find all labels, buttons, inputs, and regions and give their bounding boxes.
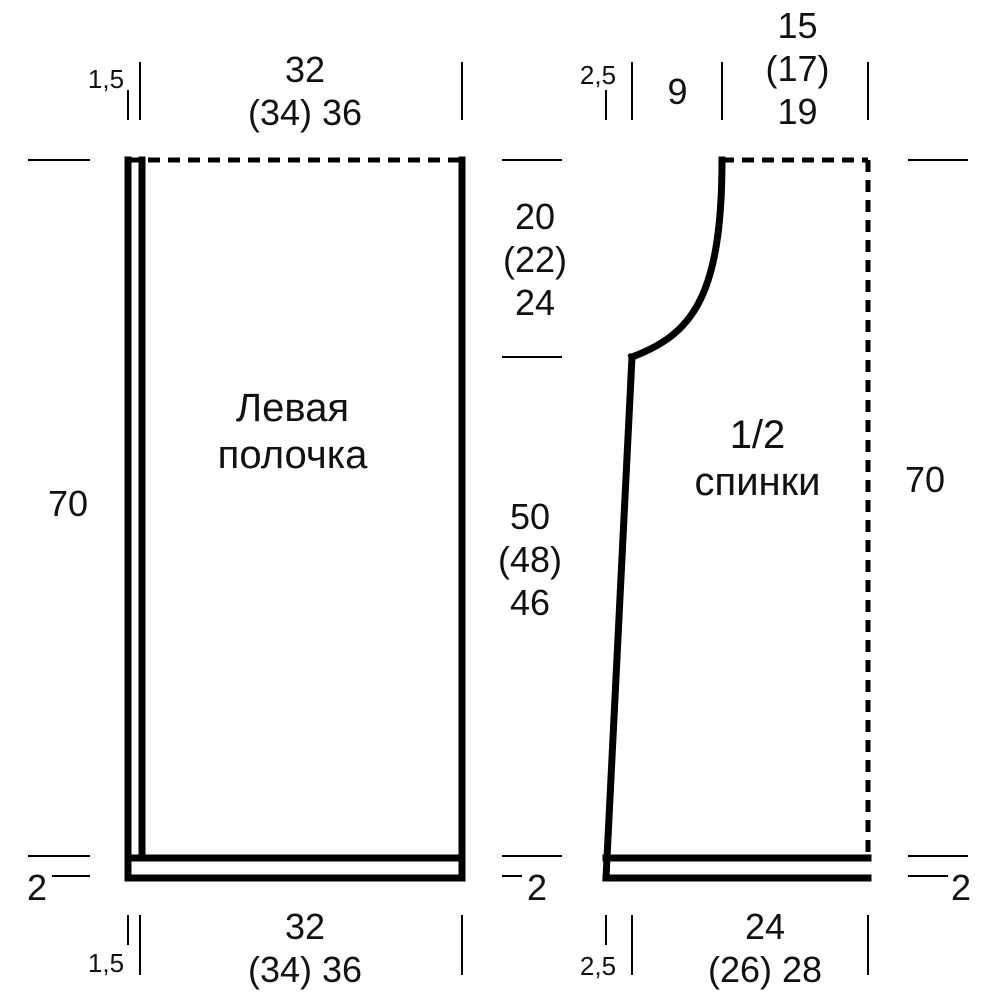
armhole-depth-c: 24 [514,282,556,324]
left-bottom-width-label: 32 (34) 36 [225,905,385,991]
right-hem-label: 2 [950,867,972,908]
side-length-b: (48) [497,539,563,581]
back-bottom-width-a: 24 [744,906,786,947]
left-hem-label: 2 [26,867,48,908]
right-panel-title-line1: 1/2 [729,413,786,457]
left-top-width-bc: (34) 36 [225,91,385,134]
back-bottom-width-label: 24 (26) 28 [680,905,850,991]
armhole-depth-label: 20 (22) 24 [490,195,580,325]
right-panel-outline [602,156,872,882]
left-bottom-width-c: 36 [322,949,363,991]
left-bottom-width-b: (34) [247,949,312,991]
back-bottom-width-b: (26) [707,949,772,991]
left-panel-outline [124,156,466,882]
side-length-label: 50 (48) 46 [485,495,575,625]
left-panel-title-line1: Левая [235,386,350,430]
back-bottom-width-bc: (26) 28 [680,948,850,991]
neck-width-b: (17) [765,48,830,90]
left-bottom-edge-label: 1,5 [87,948,125,978]
right-panel-title-line2: спинки [694,460,821,505]
armhole-depth-b: (22) [502,239,568,281]
side-length-a: 50 [509,496,551,537]
left-bottom-width-a: 32 [284,906,326,947]
left-top-edge-label: 1,5 [87,64,125,94]
armhole-depth-a: 20 [514,196,556,237]
left-top-width-b: (34) [247,92,312,134]
left-bottom-width-bc: (34) 36 [225,948,385,991]
left-panel-title: Левая полочка [180,385,405,479]
left-height-label: 70 [47,483,89,524]
back-neck-curve [627,156,726,362]
right-dimension-ticks [605,62,968,975]
left-top-width-a: 32 [284,49,326,90]
shoulder-width-label: 9 [667,71,688,112]
right-top-edge-label: 2,5 [579,60,617,90]
left-top-width-c: 36 [322,92,363,134]
neck-width-c: 19 [777,91,818,133]
right-bottom-edge-label: 2,5 [579,951,617,981]
neck-width-label: 15 (17) 19 [755,4,840,134]
right-panel-title: 1/2 спинки [660,412,855,506]
back-side-edge [602,353,636,882]
left-dimension-ticks [28,62,562,975]
right-height-label: 70 [904,459,946,500]
neck-width-a: 15 [777,5,818,46]
back-bottom-width-c: 28 [782,949,823,991]
left-top-width-label: 32 (34) 36 [225,48,385,134]
middle-hem-label: 2 [526,867,548,908]
side-length-c: 46 [509,582,551,624]
left-panel-title-line2: полочка [217,433,368,478]
